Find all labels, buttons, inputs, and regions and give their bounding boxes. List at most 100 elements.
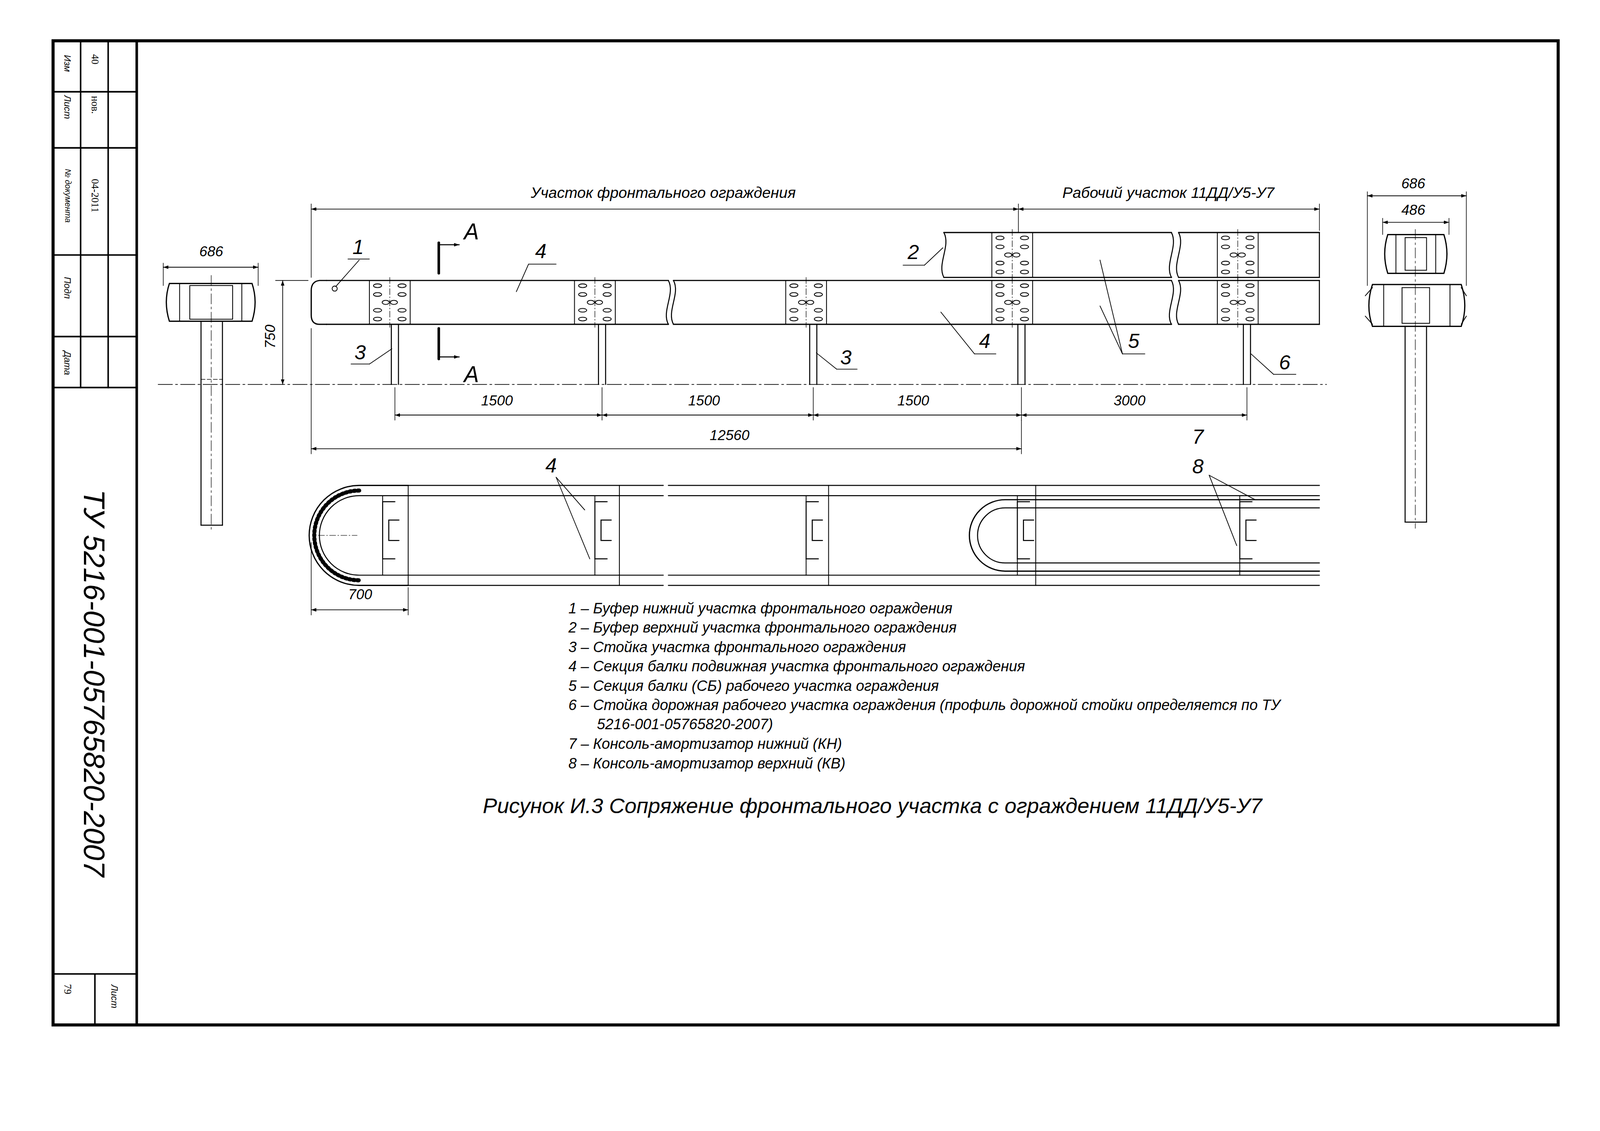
drawing-line (369, 348, 392, 365)
drawing-line (1246, 519, 1257, 541)
drawing-line (594, 277, 596, 328)
drawing-line (368, 280, 370, 325)
drawing-line (1018, 208, 1320, 210)
drawing-line (825, 280, 827, 325)
drawing-line (1178, 276, 1320, 279)
dimension-value: 1500 (481, 391, 514, 411)
drawing-line (1414, 229, 1416, 529)
drawing-line (996, 236, 1005, 240)
drawing-line (409, 280, 411, 325)
drawing-line (671, 280, 676, 325)
callout-number: 4 (545, 451, 557, 479)
drawing-line (614, 280, 616, 325)
drawing-line (52, 147, 137, 149)
drawing-line (602, 308, 612, 312)
section-heading: Рабочий участок 11ДД/У5-У7 (1062, 182, 1275, 203)
drawing-line (408, 484, 664, 486)
drawing-line (1366, 191, 1368, 286)
drawing-line (335, 259, 359, 287)
drawing-line (79, 40, 82, 388)
drawing-line (1237, 229, 1238, 281)
callout-number: 8 (1192, 452, 1204, 480)
drawing-line (1257, 280, 1259, 325)
drawing-line (1239, 558, 1241, 576)
drawing-line (390, 300, 398, 305)
drawing-line (52, 335, 137, 338)
drawing-line (382, 300, 390, 305)
drawing-line (1176, 280, 1181, 325)
drawing-line (1237, 277, 1238, 328)
drawing-line (166, 283, 256, 322)
drawing-line (1178, 323, 1320, 326)
drawing-line (941, 232, 946, 278)
drawing-line (1238, 300, 1246, 305)
drawing-line (1035, 485, 1037, 586)
drawing-line (1021, 414, 1247, 416)
drawing-line (311, 203, 312, 278)
legend-line: 3 – Стойка участка фронтального огражден… (568, 637, 906, 657)
drawing-line (1382, 222, 1449, 224)
callout-number: 3 (354, 338, 366, 365)
drawing-line (1024, 324, 1026, 385)
legend-line: 7 – Консоль-амортизатор нижний (КН) (568, 734, 842, 754)
drawing-line (314, 490, 359, 581)
title-block-text: Изм (61, 54, 74, 72)
drawing-line (1368, 284, 1465, 327)
drawing-line (812, 519, 823, 541)
drawing-line (135, 40, 139, 1025)
drawing-line (555, 477, 590, 560)
drawing-line (1251, 353, 1274, 375)
drawing-line (437, 242, 441, 274)
drawing-line (311, 448, 1022, 450)
drawing-line (1216, 280, 1218, 325)
drawing-line (1230, 300, 1238, 305)
drawing-line (1221, 283, 1230, 288)
section-label: А (463, 217, 479, 247)
drawing-line (408, 574, 664, 576)
drawing-line (1257, 232, 1259, 278)
drawing-line (373, 292, 382, 297)
dimension-value: 1500 (897, 391, 930, 411)
drawing-line (373, 308, 382, 312)
legend-line: 5 – Секция балки (СБ) рабочего участка о… (568, 676, 939, 696)
drawing-line (903, 264, 925, 266)
drawing-line (179, 283, 181, 322)
drawing-line (1012, 229, 1013, 281)
drawing-line (389, 277, 390, 328)
drawing-line (814, 317, 823, 322)
drawing-line (805, 495, 807, 502)
drawing-line (398, 324, 400, 385)
section-heading: Участок фронтального ограждения (530, 182, 796, 203)
drawing-line (1319, 203, 1320, 231)
drawing-line (241, 283, 243, 322)
drawing-line (789, 292, 799, 297)
drawing-line (1395, 234, 1397, 274)
drawing-line (1221, 261, 1230, 265)
drawing-line (1017, 558, 1019, 576)
drawing-line (407, 485, 409, 586)
drawing-line (1246, 283, 1255, 288)
drawing-line (1012, 277, 1013, 328)
drawing-line (407, 587, 409, 615)
section-label: А (463, 359, 479, 390)
callout-number: 4 (978, 327, 991, 354)
drawing-line (814, 292, 823, 297)
drawing-line (594, 558, 596, 576)
dimension-value: 486 (1401, 200, 1425, 220)
title-block-text: 79 (60, 984, 74, 995)
drawing-line (438, 356, 460, 358)
drawing-line (940, 311, 975, 354)
callout-number: 2 (907, 238, 920, 265)
drawing-line (438, 244, 460, 246)
drawing-line (1020, 292, 1029, 297)
drawing-line (1246, 270, 1255, 274)
drawing-line (398, 317, 407, 322)
callout-number: 3 (840, 343, 852, 371)
drawing-line (382, 558, 384, 576)
drawing-line (1169, 232, 1174, 278)
drawing-line (594, 495, 596, 502)
drawing-line (1122, 353, 1145, 355)
drawing-line (668, 495, 1320, 497)
